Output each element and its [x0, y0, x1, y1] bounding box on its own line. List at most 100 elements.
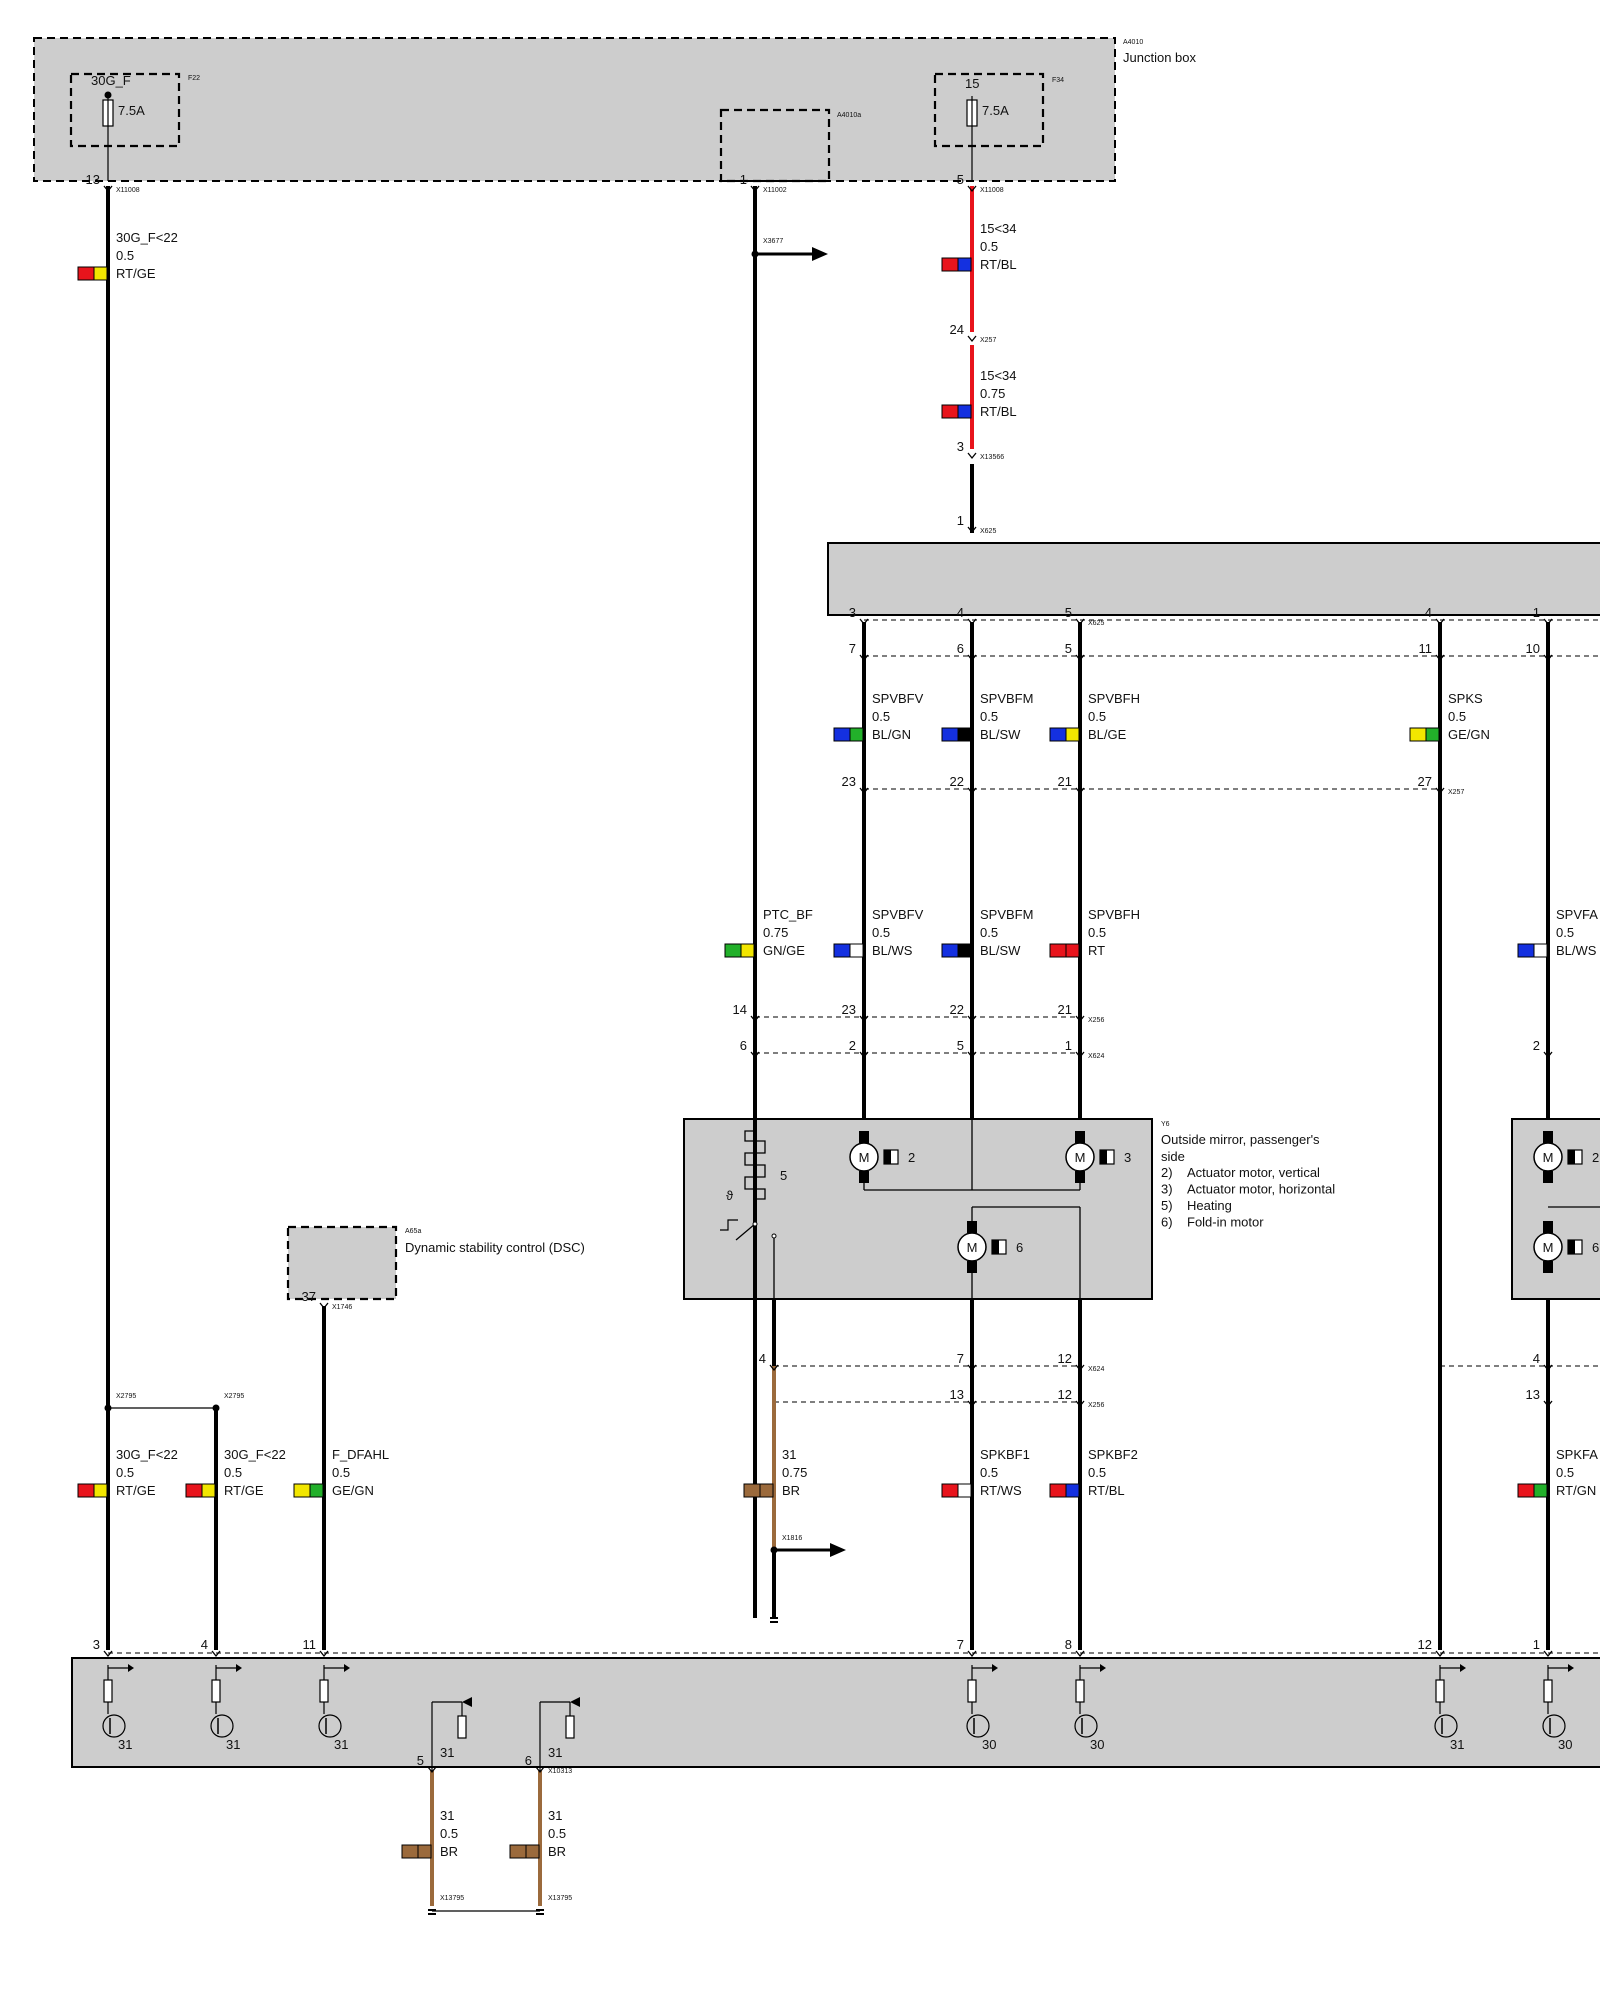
resistor	[967, 1679, 977, 1703]
arrow-head	[830, 1543, 846, 1557]
color-code-swatch	[93, 1483, 108, 1498]
pin-marker	[1075, 654, 1085, 662]
wire-color: BL/WS	[872, 943, 913, 958]
wire-name: SPKBF2	[1088, 1447, 1138, 1462]
wire-color: BL/GE	[1088, 727, 1127, 742]
arrow-head	[1100, 1664, 1106, 1672]
connector-id: X625	[980, 528, 996, 535]
pin-marker	[967, 654, 977, 662]
arrow-head	[1460, 1664, 1466, 1672]
wire-name: 30G_F<22	[224, 1447, 286, 1462]
wire-color: GN/GE	[763, 943, 805, 958]
resistor	[103, 1679, 113, 1703]
wire-size: 0.5	[116, 248, 134, 263]
module-x625	[827, 542, 1600, 616]
arrow-head	[812, 247, 828, 261]
pin-number: 1	[1065, 1038, 1072, 1053]
wire-color: BL/SW	[980, 943, 1021, 958]
pin-number: 21	[1058, 774, 1072, 789]
color-code-swatch	[724, 943, 742, 958]
wire-name: 30G_F<22	[116, 230, 178, 245]
resistor	[1075, 1679, 1085, 1703]
connector-id: X13795	[440, 1895, 464, 1902]
color-code-swatch	[941, 404, 959, 419]
pin-number: 21	[1058, 1002, 1072, 1017]
wire-size: 0.5	[1088, 709, 1106, 724]
component-name: Junction box	[1123, 50, 1196, 65]
component-name: Dynamic stability control (DSC)	[405, 1240, 585, 1255]
wire-size: 0.5	[1088, 1465, 1106, 1480]
switch-contact	[771, 1233, 777, 1239]
pin-marker	[859, 1015, 869, 1023]
wire-color: BL/WS	[1556, 943, 1597, 958]
pin-number: 37	[302, 1289, 316, 1304]
pin-number: 1	[740, 172, 747, 187]
wire-color: RT/BL	[980, 404, 1017, 419]
wire-name: 31	[782, 1447, 796, 1462]
pin-number: 6	[957, 641, 964, 656]
legend-number: 2)	[1161, 1165, 1173, 1180]
pin-number: 10	[1526, 641, 1540, 656]
pin-number: 1	[957, 513, 964, 528]
pin-number: 4	[1533, 1351, 1540, 1366]
connector-id: X1746	[332, 1304, 352, 1311]
wire-size: 0.75	[980, 386, 1005, 401]
wire-name: SPVBFV	[872, 691, 924, 706]
wire-size: 0.5	[872, 709, 890, 724]
wire-name: SPKS	[1448, 691, 1483, 706]
color-code-swatch	[1409, 727, 1427, 742]
connector-id: X256	[1088, 1402, 1104, 1409]
pin-marker	[1075, 1364, 1085, 1372]
pin-number: 4	[201, 1637, 208, 1652]
wire-name: 31	[548, 1808, 562, 1823]
motor-m: M	[1543, 1240, 1554, 1255]
pin-marker	[319, 1650, 329, 1658]
sub-box-a4010a	[719, 108, 831, 183]
legend-number: 5)	[1161, 1198, 1173, 1213]
color-code-swatch	[417, 1844, 432, 1859]
pin-marker	[1075, 1400, 1085, 1408]
wire-color: RT/GE	[116, 1483, 156, 1498]
junction-dot	[104, 91, 112, 99]
fuse-box-f22	[69, 72, 181, 148]
connector-id: X11008	[980, 187, 1004, 194]
motor-label: 6	[1592, 1240, 1599, 1255]
wire-size: 0.5	[116, 1465, 134, 1480]
color-code-swatch	[941, 1483, 959, 1498]
wires-layer	[106, 186, 1550, 1906]
connector-id: X11002	[763, 187, 787, 194]
color-code-swatch	[957, 257, 972, 272]
color-code-swatch	[293, 1483, 311, 1498]
wire-size: 0.75	[763, 925, 788, 940]
thermal-symbol: ϑ	[726, 1188, 734, 1203]
connector-id: X257	[980, 337, 996, 344]
pin-marker	[103, 1650, 113, 1658]
wire-color: BR	[440, 1844, 458, 1859]
wire-name: SPVBFV	[872, 907, 924, 922]
transistor-symbol	[1434, 1714, 1458, 1738]
wire-size: 0.5	[440, 1826, 458, 1841]
pin-number: 11	[303, 1637, 317, 1652]
wire-size: 0.75	[782, 1465, 807, 1480]
connector-id: X3677	[763, 238, 783, 245]
motor-m: M	[1543, 1150, 1554, 1165]
pin-number: 8	[1065, 1637, 1072, 1652]
wire-size: 0.5	[980, 709, 998, 724]
legend-text: Fold-in motor	[1187, 1215, 1264, 1230]
fuse-rating: 7.5A	[118, 103, 145, 118]
color-code-swatch	[77, 266, 95, 281]
color-code-swatch	[1533, 1483, 1548, 1498]
pin-number: 3	[849, 605, 856, 620]
resistor	[319, 1679, 329, 1703]
component-id: A4010a	[837, 112, 861, 119]
pin-marker	[750, 1015, 760, 1023]
connector-id: X625	[1088, 620, 1104, 627]
fuse-rating: 7.5A	[982, 103, 1009, 118]
connector-id: X1816	[782, 1535, 802, 1542]
color-code-swatch	[201, 1483, 216, 1498]
color-code-swatch	[1065, 727, 1080, 742]
wire-size: 0.5	[1448, 709, 1466, 724]
pin-marker	[427, 1766, 437, 1774]
